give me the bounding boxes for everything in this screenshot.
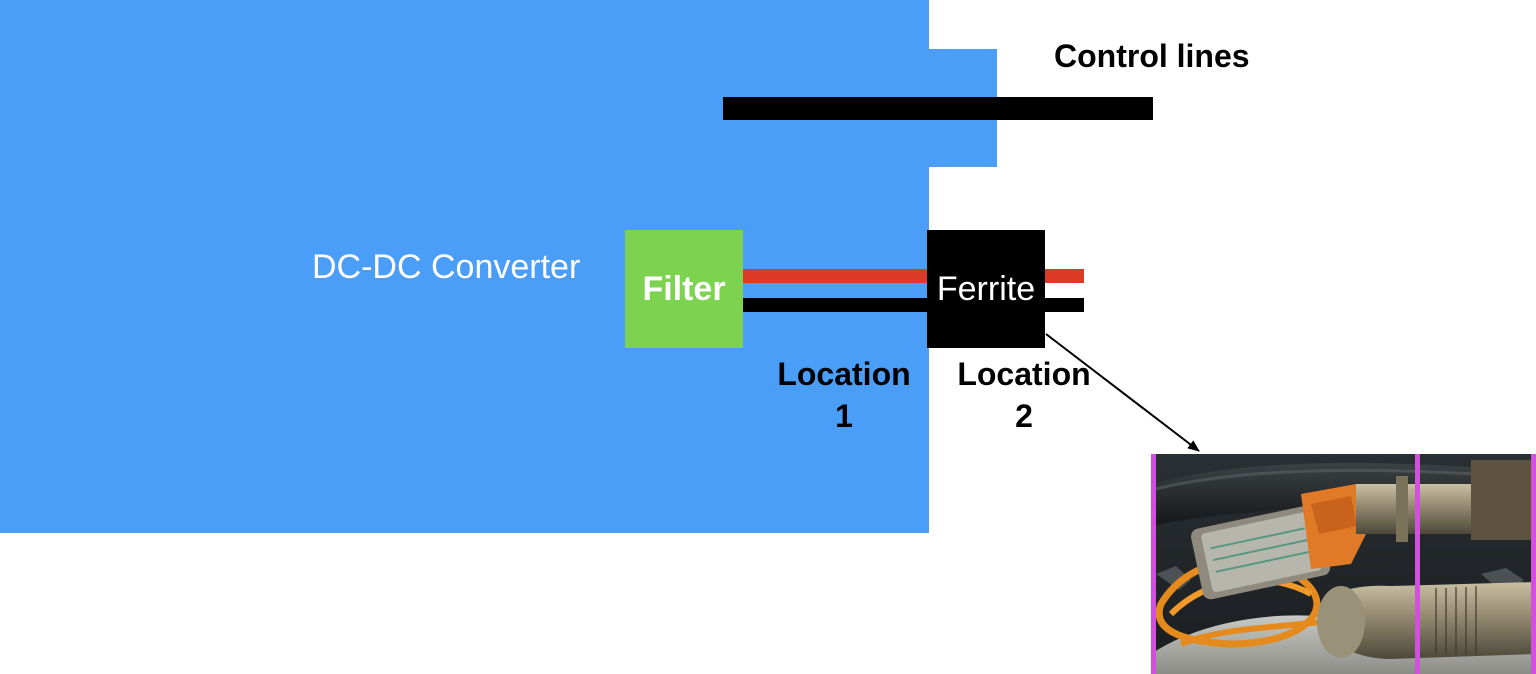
location-1-number: 1: [835, 398, 853, 434]
control-lines-label: Control lines: [1054, 38, 1250, 74]
filter-block: Filter: [625, 230, 743, 348]
dc-dc-converter-block: [0, 0, 929, 533]
negative-wire-location-2: [1045, 298, 1084, 312]
positive-wire-location-1: [743, 269, 927, 283]
filter-label: Filter: [642, 269, 726, 308]
location-1-label: Location 1: [764, 353, 924, 437]
location-1-word: Location: [777, 356, 911, 392]
negative-wire-location-1: [743, 298, 927, 312]
positive-wire-location-2: [1045, 269, 1084, 283]
location-2-number: 2: [1015, 398, 1033, 434]
converter-label: DC-DC Converter: [312, 248, 581, 286]
control-lines-bar: [723, 97, 1153, 120]
location-2-label: Location 2: [944, 353, 1104, 437]
ferrite-block: Ferrite: [927, 230, 1045, 348]
location-2-word: Location: [957, 356, 1091, 392]
ferrite-label: Ferrite: [936, 269, 1036, 308]
ferrite-photo: [1151, 454, 1536, 674]
